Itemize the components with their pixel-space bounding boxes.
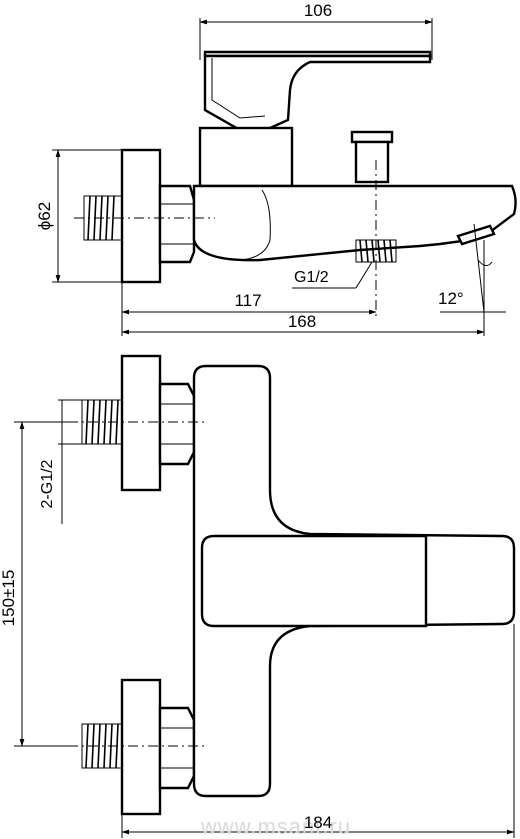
body-contour — [239, 189, 271, 261]
watermark: www.msant.ru — [200, 814, 351, 839]
wall-flange-side — [120, 148, 162, 284]
faucet-body-side — [192, 184, 517, 262]
dim-length-168: 168 — [288, 312, 316, 331]
label-inlet-thread: 2-G1/2 — [39, 459, 56, 508]
dim-spout-angle: 12° — [438, 289, 464, 308]
shower-outlet-thread — [355, 239, 397, 263]
dim-total-width: 184 — [304, 813, 332, 832]
diverter-knob — [354, 140, 390, 184]
spout-aerator — [456, 224, 496, 246]
hex-nut-lower — [158, 706, 196, 790]
hex-nut-side — [158, 184, 196, 264]
cartridge-housing — [198, 126, 294, 188]
hex-nut-upper — [158, 382, 196, 466]
wall-flange-upper — [120, 354, 162, 492]
side-view: 106 — [35, 1, 517, 336]
dim-length-117: 117 — [234, 291, 261, 310]
angle-line — [473, 223, 485, 313]
lever-handle — [203, 54, 432, 132]
lever-front — [200, 534, 428, 628]
dim-center-distance: 150±15 — [0, 570, 18, 627]
front-view: 2-G1/2 150±15 www.msant.ru 184 — [0, 354, 516, 839]
wall-flange-lower — [120, 678, 162, 816]
angle-arc — [477, 259, 493, 266]
diverter-cap — [350, 130, 394, 144]
leader-line — [355, 261, 373, 289]
dim-top-width: 106 — [304, 1, 332, 20]
dim-flange-diameter: ϕ62 — [35, 202, 54, 230]
label-spout-thread: G1/2 — [294, 269, 329, 286]
lever-inner-edge — [211, 58, 266, 119]
